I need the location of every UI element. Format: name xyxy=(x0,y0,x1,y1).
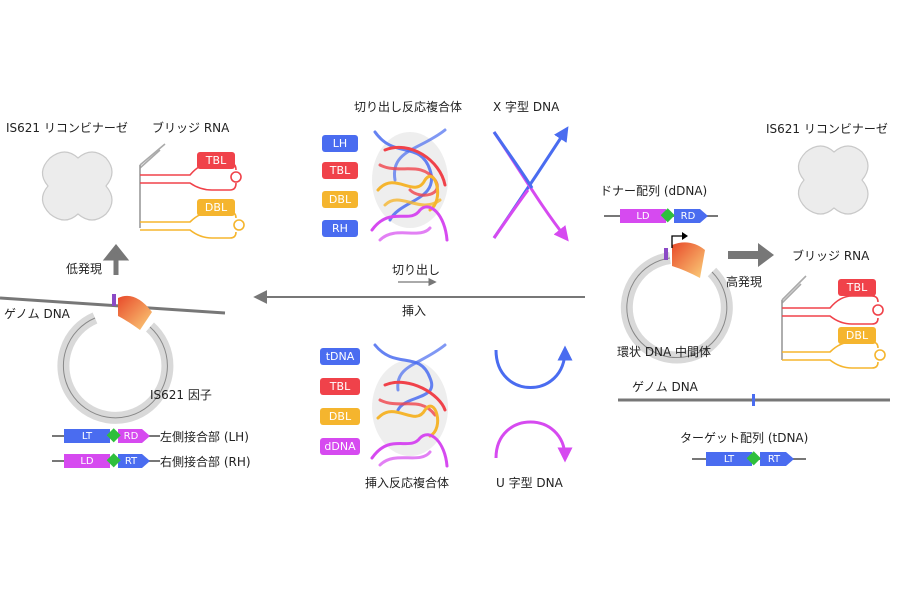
insertion-complex-label: 挿入反応複合体 xyxy=(365,476,450,490)
circular-intermediate xyxy=(620,232,733,364)
rt-text-right: RT xyxy=(767,454,781,465)
donor-seq-label: ドナー配列 (dDNA) xyxy=(600,184,708,198)
x-dna-overlay xyxy=(492,131,534,239)
bridge-rna-left xyxy=(139,143,245,239)
tag-tbl-top: TBL xyxy=(322,162,358,179)
tag-rh: RH xyxy=(322,220,358,237)
low-expression-label: 低発現 xyxy=(66,262,103,276)
up-arrow xyxy=(102,243,130,275)
tag-dbl-bottom: DBL xyxy=(320,408,360,425)
tag-dbl-top: DBL xyxy=(322,191,358,208)
tag-lh: LH xyxy=(322,135,358,152)
excision-complex-label: 切り出し反応複合体 xyxy=(354,100,463,114)
u-shaped-dna xyxy=(494,345,573,463)
tag-tbl-bottom: TBL xyxy=(320,378,360,395)
target-seq-label: ターゲット配列 (tDNA) xyxy=(680,431,809,445)
high-expression-label: 高発現 xyxy=(726,275,763,289)
dbl-tag-right: DBL xyxy=(838,327,876,344)
dbl-tag-left: DBL xyxy=(197,199,235,216)
bridge-rna-label-left: ブリッジ RNA xyxy=(152,121,230,135)
tag-ddna: dDNA xyxy=(320,438,360,455)
recombinase-blob-left xyxy=(41,151,113,221)
x-dna-label: X 字型 DNA xyxy=(493,100,560,114)
bridge-rna-label-right: ブリッジ RNA xyxy=(792,249,870,263)
u-dna-label: U 字型 DNA xyxy=(496,476,563,490)
recombinase-blob-right xyxy=(797,145,869,215)
tag-tdna: tDNA xyxy=(320,348,360,365)
excision-label: 切り出し xyxy=(392,263,441,277)
lt-text-right: LT xyxy=(723,454,735,465)
right-arrow xyxy=(728,243,774,267)
rd-text-left: RD xyxy=(123,431,139,442)
ld-text-left: LD xyxy=(80,456,94,467)
insertion-label: 挿入 xyxy=(402,304,427,318)
excision-complex-structure xyxy=(370,128,449,242)
target-segment xyxy=(692,451,806,466)
recombinase-label-left: IS621 リコンビナーゼ xyxy=(6,121,128,135)
rt-text-left: RT xyxy=(124,456,138,467)
rd-text-right: RD xyxy=(680,211,696,222)
target-site-mark xyxy=(752,394,755,406)
is621-circle-left xyxy=(57,294,174,424)
lh-segment xyxy=(52,428,160,443)
tbl-tag-left: TBL xyxy=(197,152,235,169)
donor-segment xyxy=(604,208,718,223)
genome-dna-label-left: ゲノム DNA xyxy=(4,307,70,321)
genome-dna-label-right: ゲノム DNA xyxy=(632,380,698,394)
ld-text-right: LD xyxy=(636,211,650,222)
tbl-tag-right: TBL xyxy=(838,279,876,296)
rh-label: 右側接合部 (RH) xyxy=(160,455,251,469)
lt-text-left: LT xyxy=(81,431,93,442)
circular-intermediate-label: 環状 DNA 中間体 xyxy=(617,345,712,359)
recombinase-label-right: IS621 リコンビナーゼ xyxy=(766,122,888,136)
insertion-complex-structure xyxy=(370,343,449,468)
lh-label: 左側接合部 (LH) xyxy=(160,430,249,444)
rh-segment xyxy=(52,453,160,468)
is621-factor-label: IS621 因子 xyxy=(150,388,212,402)
